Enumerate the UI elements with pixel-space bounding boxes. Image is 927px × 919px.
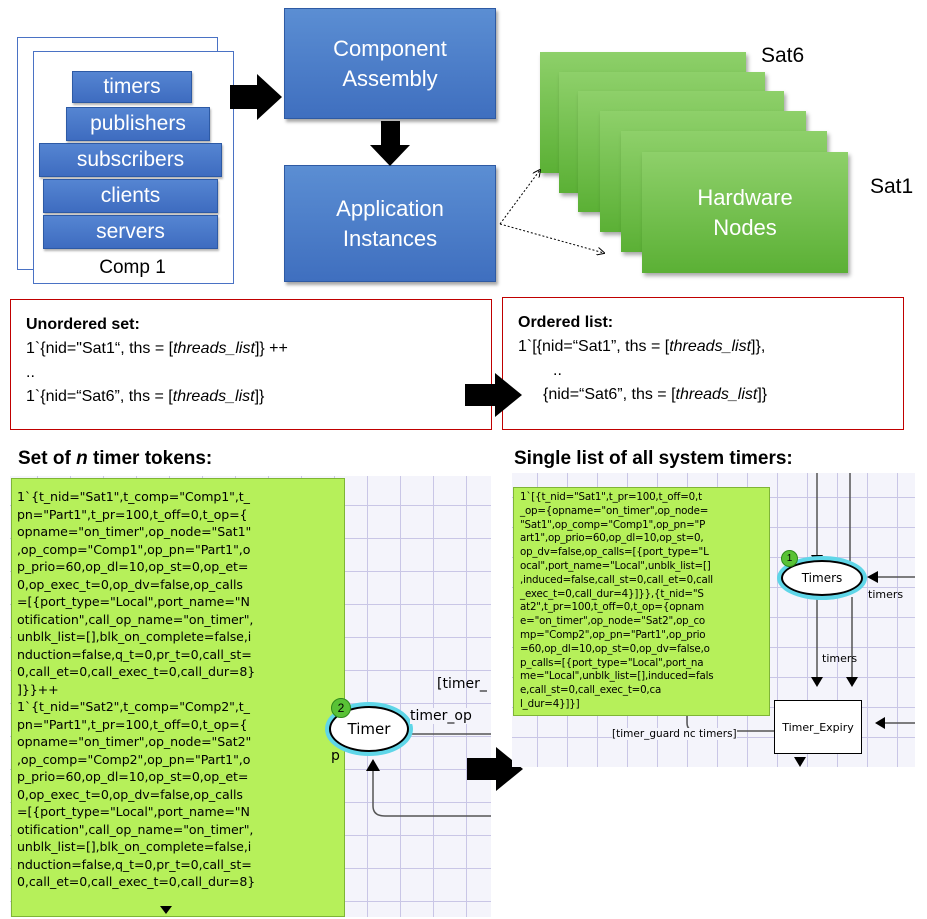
ordered-line-2: ..: [553, 362, 562, 379]
unordered-title: Unordered set:: [26, 316, 140, 333]
arc-label-timer-op: timer_op: [410, 708, 472, 724]
top-arrows: [230, 74, 927, 300]
unordered-line-2: ..: [26, 364, 35, 381]
left-token-box: 1`{t_nid="Sat1",t_comp="Comp1",t_ pn="Pa…: [11, 478, 345, 917]
arrow-unordered-to-ordered: [465, 373, 522, 417]
ordered-line-3: {nid=“Sat6”, ths = [threads_list]}: [518, 383, 903, 407]
sat1-label: Sat1: [870, 175, 914, 198]
scroll-down-icon[interactable]: [160, 906, 172, 916]
left-heading-pre: Set of: [18, 448, 77, 469]
arrow-left-to-right-panel: [467, 747, 523, 791]
timers-place[interactable]: Timers: [781, 560, 863, 596]
application-instances-box: Application Instances: [284, 165, 496, 282]
unordered-line-3-post: ]}: [254, 388, 265, 405]
left-heading-post: timer tokens:: [87, 448, 213, 469]
arrow-component-to-assembly: [230, 74, 282, 120]
unordered-line-3-pre: 1`{nid=“Sat6”, ths = [: [26, 388, 173, 405]
guard-label-left: [timer_: [437, 676, 487, 692]
component-assembly-box: Component Assembly: [284, 8, 496, 119]
ordered-line-1-post: ]},: [751, 338, 766, 355]
ordered-title: Ordered list:: [518, 314, 614, 331]
left-panel-heading: Set of n timer tokens:: [18, 448, 212, 470]
ordered-line-3-post: ]}: [757, 386, 768, 403]
component-item-subscribers: subscribers: [39, 143, 222, 177]
arc-label-timers-1: timers: [868, 588, 904, 601]
ordered-line-1-var: threads_list: [669, 338, 752, 355]
unordered-line-3-var: threads_list: [172, 388, 255, 405]
timers-token-count: 1: [781, 550, 798, 567]
ordered-line-1: 1`[{nid=“Sat1”, ths = [threads_list]},: [518, 335, 903, 359]
arc-label-timers-2: timers: [822, 652, 858, 665]
p-label: p: [331, 748, 340, 764]
left-heading-var: n: [76, 448, 88, 469]
left-net-arcs: [366, 733, 491, 817]
application-instances-label: Application Instances: [336, 195, 444, 251]
unordered-line-1: 1`{nid="Sat1“, ths = [threads_list]} ++: [26, 337, 491, 361]
component-item-publishers: publishers: [66, 107, 210, 141]
ordered-list-box: Ordered list: 1`[{nid=“Sat1”, ths = [thr…: [502, 297, 904, 430]
right-net-arcs: [686, 473, 915, 767]
dotted-arrow-lower: [499, 223, 604, 253]
component-assembly-label: Component Assembly: [333, 35, 447, 91]
middle-arrow: [465, 373, 522, 417]
hardware-nodes-box: Hardware Nodes: [642, 152, 848, 273]
timers-place-label: Timers: [801, 571, 843, 585]
timer-expiry-transition[interactable]: Timer_Expiry: [774, 700, 862, 754]
timer-token-count: 2: [331, 698, 351, 718]
right-token-box: 1`[{t_nid="Sat1",t_pr=100,t_off=0,t _op=…: [513, 487, 770, 716]
dotted-arrow-upper: [499, 170, 540, 225]
timer-place-label: Timer: [347, 720, 391, 738]
ordered-line-3-pre: {nid=“Sat6”, ths = [: [543, 386, 676, 403]
sat6-label: Sat6: [761, 44, 805, 67]
bottom-arrow: [467, 747, 523, 791]
unordered-line-1-post: ]} ++: [254, 340, 288, 357]
right-panel-heading: Single list of all system timers:: [514, 448, 793, 469]
unordered-set-box: Unordered set: 1`{nid="Sat1“, ths = [thr…: [10, 299, 492, 430]
hardware-nodes-label: Hardware Nodes: [697, 184, 793, 240]
arrow-assembly-to-instances: [370, 121, 410, 166]
unordered-line-3: 1`{nid=“Sat6”, ths = [threads_list]}: [26, 385, 491, 409]
component-item-clients: clients: [43, 179, 218, 213]
unordered-line-1-var: threads_list: [173, 340, 255, 357]
ordered-line-3-var: threads_list: [675, 386, 758, 403]
component-item-servers: servers: [43, 215, 218, 249]
component-item-timers: timers: [72, 71, 192, 103]
component-label: Comp 1: [99, 257, 166, 278]
ordered-line-1-pre: 1`[{nid=“Sat1”, ths = [: [518, 338, 670, 355]
timer-expiry-label: Timer_Expiry: [782, 720, 854, 734]
unordered-line-1-pre: 1`{nid="Sat1“, ths = [: [26, 340, 174, 357]
guard-label-right: [timer_guard nc timers]: [612, 728, 737, 740]
